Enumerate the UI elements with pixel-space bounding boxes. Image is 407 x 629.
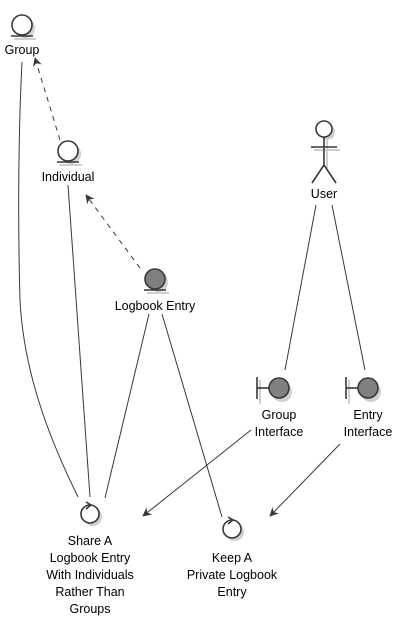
node-label: Individual [42,170,95,184]
node-logbook-entry[interactable]: Logbook Entry [115,268,196,313]
actor-icon [311,120,340,184]
edge-individual-to-share-entry [67,184,91,498]
diagram-edges [18,57,366,518]
node-label: Private Logbook [187,568,278,582]
boundary-icon [345,377,381,404]
edge-user-to-entry-interface [331,204,366,371]
node-label: Group [5,43,40,57]
entity-icon [11,14,36,40]
node-group[interactable]: Group [5,14,40,57]
edge-group-to-share-entry [18,61,79,498]
node-label: Logbook Entry [115,299,196,313]
boundary-icon [256,377,292,404]
node-label: Interface [344,425,393,439]
edge-logbook-entry-to-individual [85,194,141,269]
edge-user-to-group-interface [284,204,317,371]
edge-entry-interface-to-keep-private [269,443,341,517]
edge-individual-to-group [33,57,61,141]
node-label: Keep A [212,551,253,565]
node-label: Logbook Entry [50,551,131,565]
node-label: Group [262,408,297,422]
node-label: Entry [217,585,247,599]
node-label: Rather Than [55,585,124,599]
node-label: Interface [255,425,304,439]
edge-logbook-entry-to-share-entry [104,313,150,499]
control-icon [222,516,244,541]
edge-group-interface-to-share-entry [142,429,252,517]
node-label: With Individuals [46,568,134,582]
node-label: Share A [68,534,113,548]
node-individual[interactable]: Individual [42,140,95,184]
control-icon [80,501,102,526]
entity-icon [144,268,169,294]
node-user[interactable]: User [311,120,340,201]
node-label: Groups [70,602,111,616]
node-label: User [311,187,337,201]
edge-logbook-entry-to-keep-private [161,313,223,518]
node-label: Entry [353,408,383,422]
entity-icon [57,140,82,166]
